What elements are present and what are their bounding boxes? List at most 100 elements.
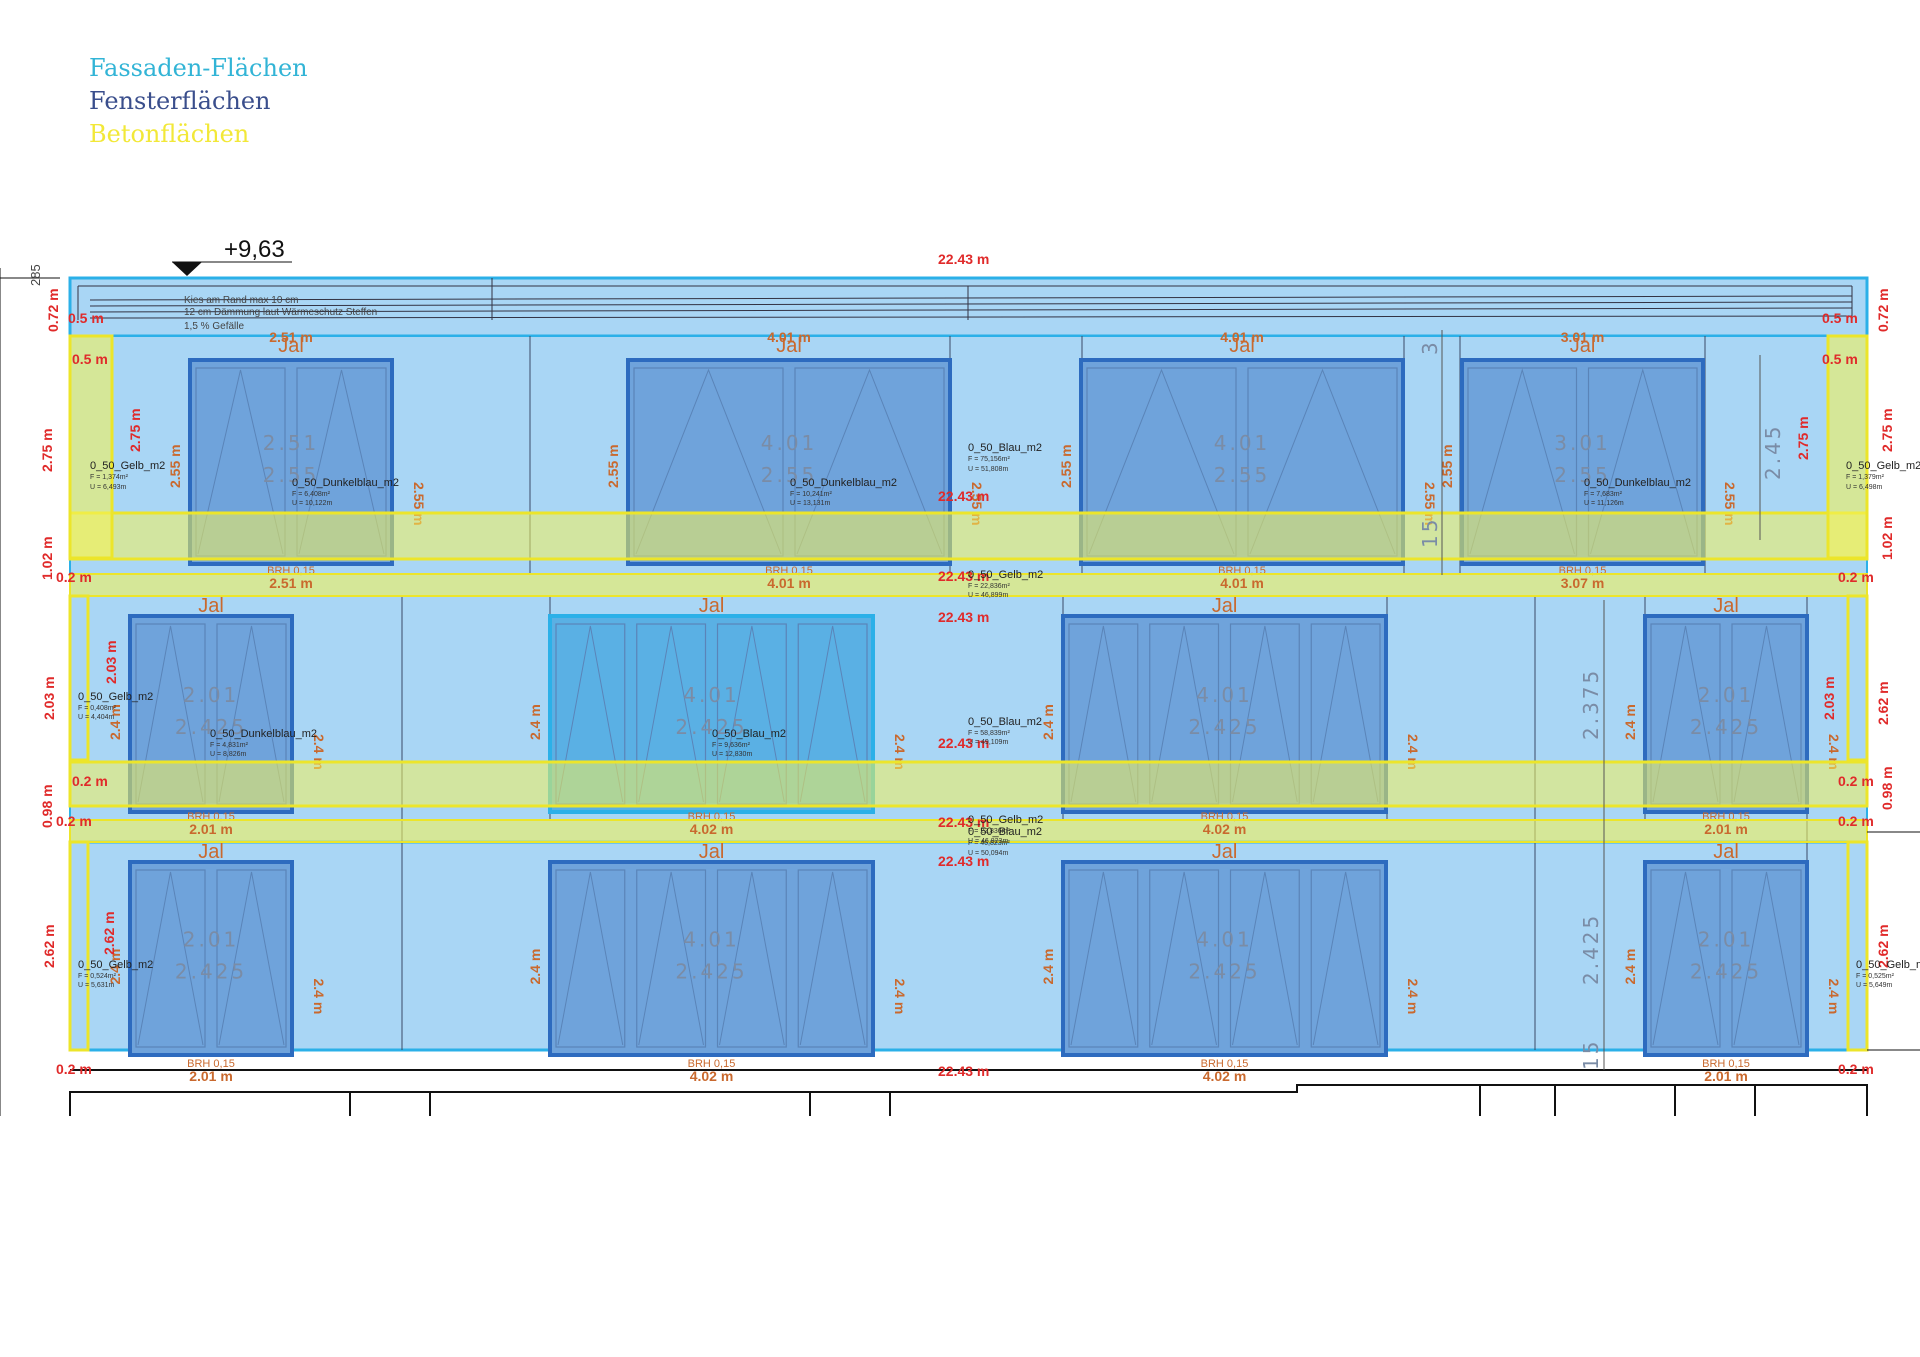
- eg-height-left: 2.62 m: [41, 924, 57, 968]
- stair-dim: 15: [1418, 517, 1442, 548]
- window-label-f: F = 4,831m²: [210, 742, 249, 749]
- window-sash: [1149, 869, 1220, 1048]
- legend-facade: Fassaden-Flächen: [89, 54, 308, 82]
- roof-edge-left: 0.5 m: [68, 310, 104, 326]
- window-width-label: 3.07 m: [1561, 575, 1605, 591]
- brh-label: BRH 0,15: [1702, 1058, 1750, 1070]
- jal-label: Jal: [699, 841, 725, 863]
- brh-label: BRH 0,15: [1201, 1058, 1249, 1070]
- window-width-text: 4.01: [1196, 928, 1253, 952]
- total-width-label: 22.43 m: [938, 814, 989, 830]
- window-side-dim: 2.4 m: [1622, 704, 1638, 740]
- sash-opening-line: [799, 625, 866, 803]
- jal-label: Jal: [1713, 841, 1739, 863]
- total-width-label: 22.43 m: [938, 735, 989, 751]
- window-width-label: 4.01 m: [767, 575, 811, 591]
- og1-band-height-left: 0.98 m: [39, 784, 55, 828]
- jal-label: Jal: [699, 595, 725, 617]
- window-width-text: 2.01: [183, 683, 240, 707]
- stair-dimensions: [1441, 330, 1761, 1070]
- window-width-text: 4.01: [1196, 683, 1253, 707]
- window-width-text: 2.01: [1698, 683, 1755, 707]
- window-width-label: 4.02 m: [1203, 1068, 1247, 1084]
- window-pane: [1643, 860, 1809, 1057]
- sash-opening-line: [1469, 368, 1575, 555]
- jal-label: Jal: [278, 335, 304, 357]
- sash-opening-line: [557, 625, 624, 803]
- sash-opening-line: [1232, 625, 1298, 803]
- window-label-f: F = 9,636m²: [712, 742, 751, 749]
- pier-label-f: F = 1,379m²: [1846, 474, 1885, 481]
- concrete-band-og1: [68, 760, 1869, 808]
- sash-opening-line: [1232, 871, 1298, 1046]
- concrete-strip-og2: [69, 573, 1868, 597]
- sash-opening-line: [1733, 871, 1800, 1046]
- window-height-text: 2.425: [175, 960, 247, 984]
- window-side-dim: 2.55 m: [1439, 444, 1455, 488]
- window-label-u: U = 8,826m: [210, 751, 247, 758]
- window-label-f: F = 10,241m²: [790, 491, 832, 498]
- og1-strip-pier-right: 0.2 m: [1838, 813, 1874, 829]
- sash-opening-line: [1733, 625, 1800, 803]
- window-label: 0_50_Dunkelblau_m2: [292, 477, 399, 489]
- window-width-text: 2.01: [1698, 928, 1755, 952]
- window-label-u: U = 11,126m: [1584, 500, 1624, 507]
- og2-band-pier-left: 0.2 m: [56, 569, 92, 585]
- stair-dim: 2.375: [1579, 668, 1603, 740]
- og2-height-left: 2.75 m: [39, 428, 55, 472]
- window-width-label: 2.51 m: [269, 575, 313, 591]
- concrete-pier-left-og1: [68, 594, 90, 762]
- window-side-dim: 2.55 m: [1058, 444, 1074, 488]
- jal-width-label: 4.01 m: [767, 329, 811, 345]
- pier-label-u: U = 6,493m: [90, 484, 127, 491]
- eg-height-right: 2.62 m: [1875, 924, 1891, 968]
- window-width-text: 4.01: [683, 928, 740, 952]
- window-width-label: 4.02 m: [1203, 821, 1247, 837]
- sash-opening-line: [719, 871, 785, 1046]
- sash-opening-line: [1088, 368, 1235, 555]
- sash-opening-line: [137, 871, 204, 1046]
- elevation-label: +9,63: [224, 236, 285, 263]
- window-side-dim: 2.4 m: [1405, 979, 1421, 1015]
- jal-label: Jal: [198, 595, 224, 617]
- pier-label-u: U = 6,498m: [1846, 484, 1883, 491]
- sash-opening-line: [1070, 625, 1137, 803]
- jal-width-label: 3.01 m: [1561, 329, 1605, 345]
- window-width-text: 4.01: [1214, 431, 1271, 455]
- facade-label-eg-u: U = 50,094m: [968, 850, 1008, 857]
- ground-lines: [0, 268, 1920, 1116]
- window-height-text: 2.425: [1188, 715, 1260, 739]
- roof-edge-right: 0.5 m: [1822, 310, 1858, 326]
- window-side-dim: 2.4 m: [892, 979, 908, 1015]
- stair-dim: 2.45: [1761, 423, 1785, 480]
- window-side-dim: 2.4 m: [1622, 949, 1638, 985]
- roof-note: 1,5 % Gefälle: [184, 321, 244, 332]
- window-height-text: 2.55: [263, 463, 320, 487]
- sash-opening-line: [218, 625, 285, 803]
- window-width-label: 2.01 m: [1704, 1068, 1748, 1084]
- total-width-label: 22.43 m: [938, 853, 989, 869]
- eg-pier-right: 0.2 m: [1838, 1061, 1874, 1077]
- total-width-label: 22.43 m: [938, 488, 989, 504]
- window-height-text: 2.55: [1554, 463, 1611, 487]
- brh-label: BRH 0,15: [187, 1058, 235, 1070]
- window-sash: [135, 869, 206, 1048]
- window-label: 0_50_Dunkelblau_m2: [1584, 477, 1691, 489]
- facade-label-og2-u: U = 51,808m: [968, 466, 1008, 473]
- sash-opening-line: [1070, 871, 1137, 1046]
- og1-band-pier-left: 0.2 m: [72, 773, 108, 789]
- window-label: 0_50_Dunkelblau_m2: [790, 477, 897, 489]
- eg-pier-left: 0.2 m: [56, 1061, 92, 1077]
- concrete-pier-right-eg: [1846, 840, 1869, 1052]
- jal-label: Jal: [198, 841, 224, 863]
- stair-dim: 3: [1418, 339, 1442, 355]
- facade-label-eg-f: F = 46,823m²: [968, 840, 1010, 847]
- og1-band-height-right: 0.98 m: [1879, 766, 1895, 810]
- window-height-text: 2.55: [1214, 463, 1271, 487]
- og2-band-height-right: 1.02 m: [1879, 516, 1895, 560]
- pier-label: 0_50_Gelb_m2: [78, 959, 153, 971]
- eg-height-left2: 2.62 m: [101, 911, 117, 955]
- window-label-f: F = 7,683m²: [1584, 491, 1623, 498]
